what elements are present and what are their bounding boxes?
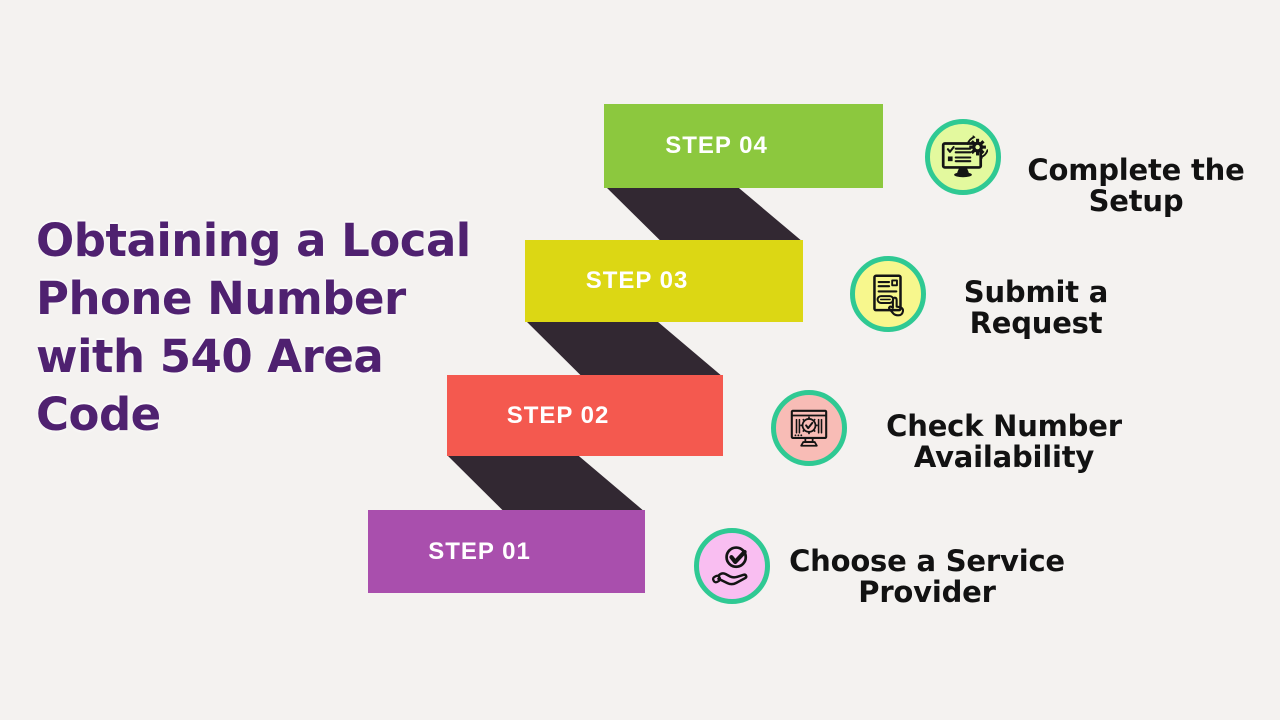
step-bar-03: STEP 03 (525, 240, 803, 322)
step-01-label: Choose a Service Provider (757, 546, 1097, 608)
page-title-line: with 540 Area (36, 330, 384, 383)
step-04-icon-badge (925, 119, 1001, 195)
step-label-line: Setup (1088, 184, 1184, 218)
step-label-line: Submit a (963, 275, 1109, 309)
step-bar-label: STEP 04 (665, 132, 768, 159)
step-label-line: Provider (858, 575, 996, 609)
step-bar-04: STEP 04 (604, 104, 883, 188)
page-title-line: Code (36, 388, 161, 441)
step-label-line: Check Number (886, 409, 1122, 443)
step-02-label: Check Number Availability (834, 411, 1174, 473)
step-label-line: Availability (913, 440, 1095, 474)
step-02-icon-badge (771, 390, 847, 466)
form-submit-click-icon (873, 274, 905, 317)
step-bar-label: STEP 02 (506, 401, 610, 429)
step-04-label: Complete the Setup (966, 155, 1280, 217)
step-03-icon-badge (850, 256, 926, 332)
monitor-checklist-gear-icon (941, 135, 988, 178)
page-title-line: Obtaining a Local (36, 214, 471, 267)
step-connector-2-1 (447, 455, 645, 512)
step-bar-02: STEP 02 (447, 375, 723, 456)
step-label-line: Complete the (1027, 153, 1245, 187)
step-label-line: Choose a Service (789, 544, 1065, 578)
step-03-label: Submit a Request (866, 277, 1206, 339)
step-label-line: Request (969, 306, 1103, 340)
page-title-line: Phone Number (36, 272, 406, 325)
step-connector-4-3 (604, 185, 803, 242)
hand-holding-check-icon (711, 546, 748, 586)
step-bar-01: STEP 01 (368, 510, 645, 593)
step-bar-label: STEP 01 (428, 537, 531, 565)
step-01-icon-badge (694, 528, 770, 604)
page-title: Obtaining a Local Phone Number with 540 … (36, 212, 581, 444)
monitor-gear-check-icon (790, 409, 828, 447)
step-bar-label: STEP 03 (585, 267, 689, 294)
